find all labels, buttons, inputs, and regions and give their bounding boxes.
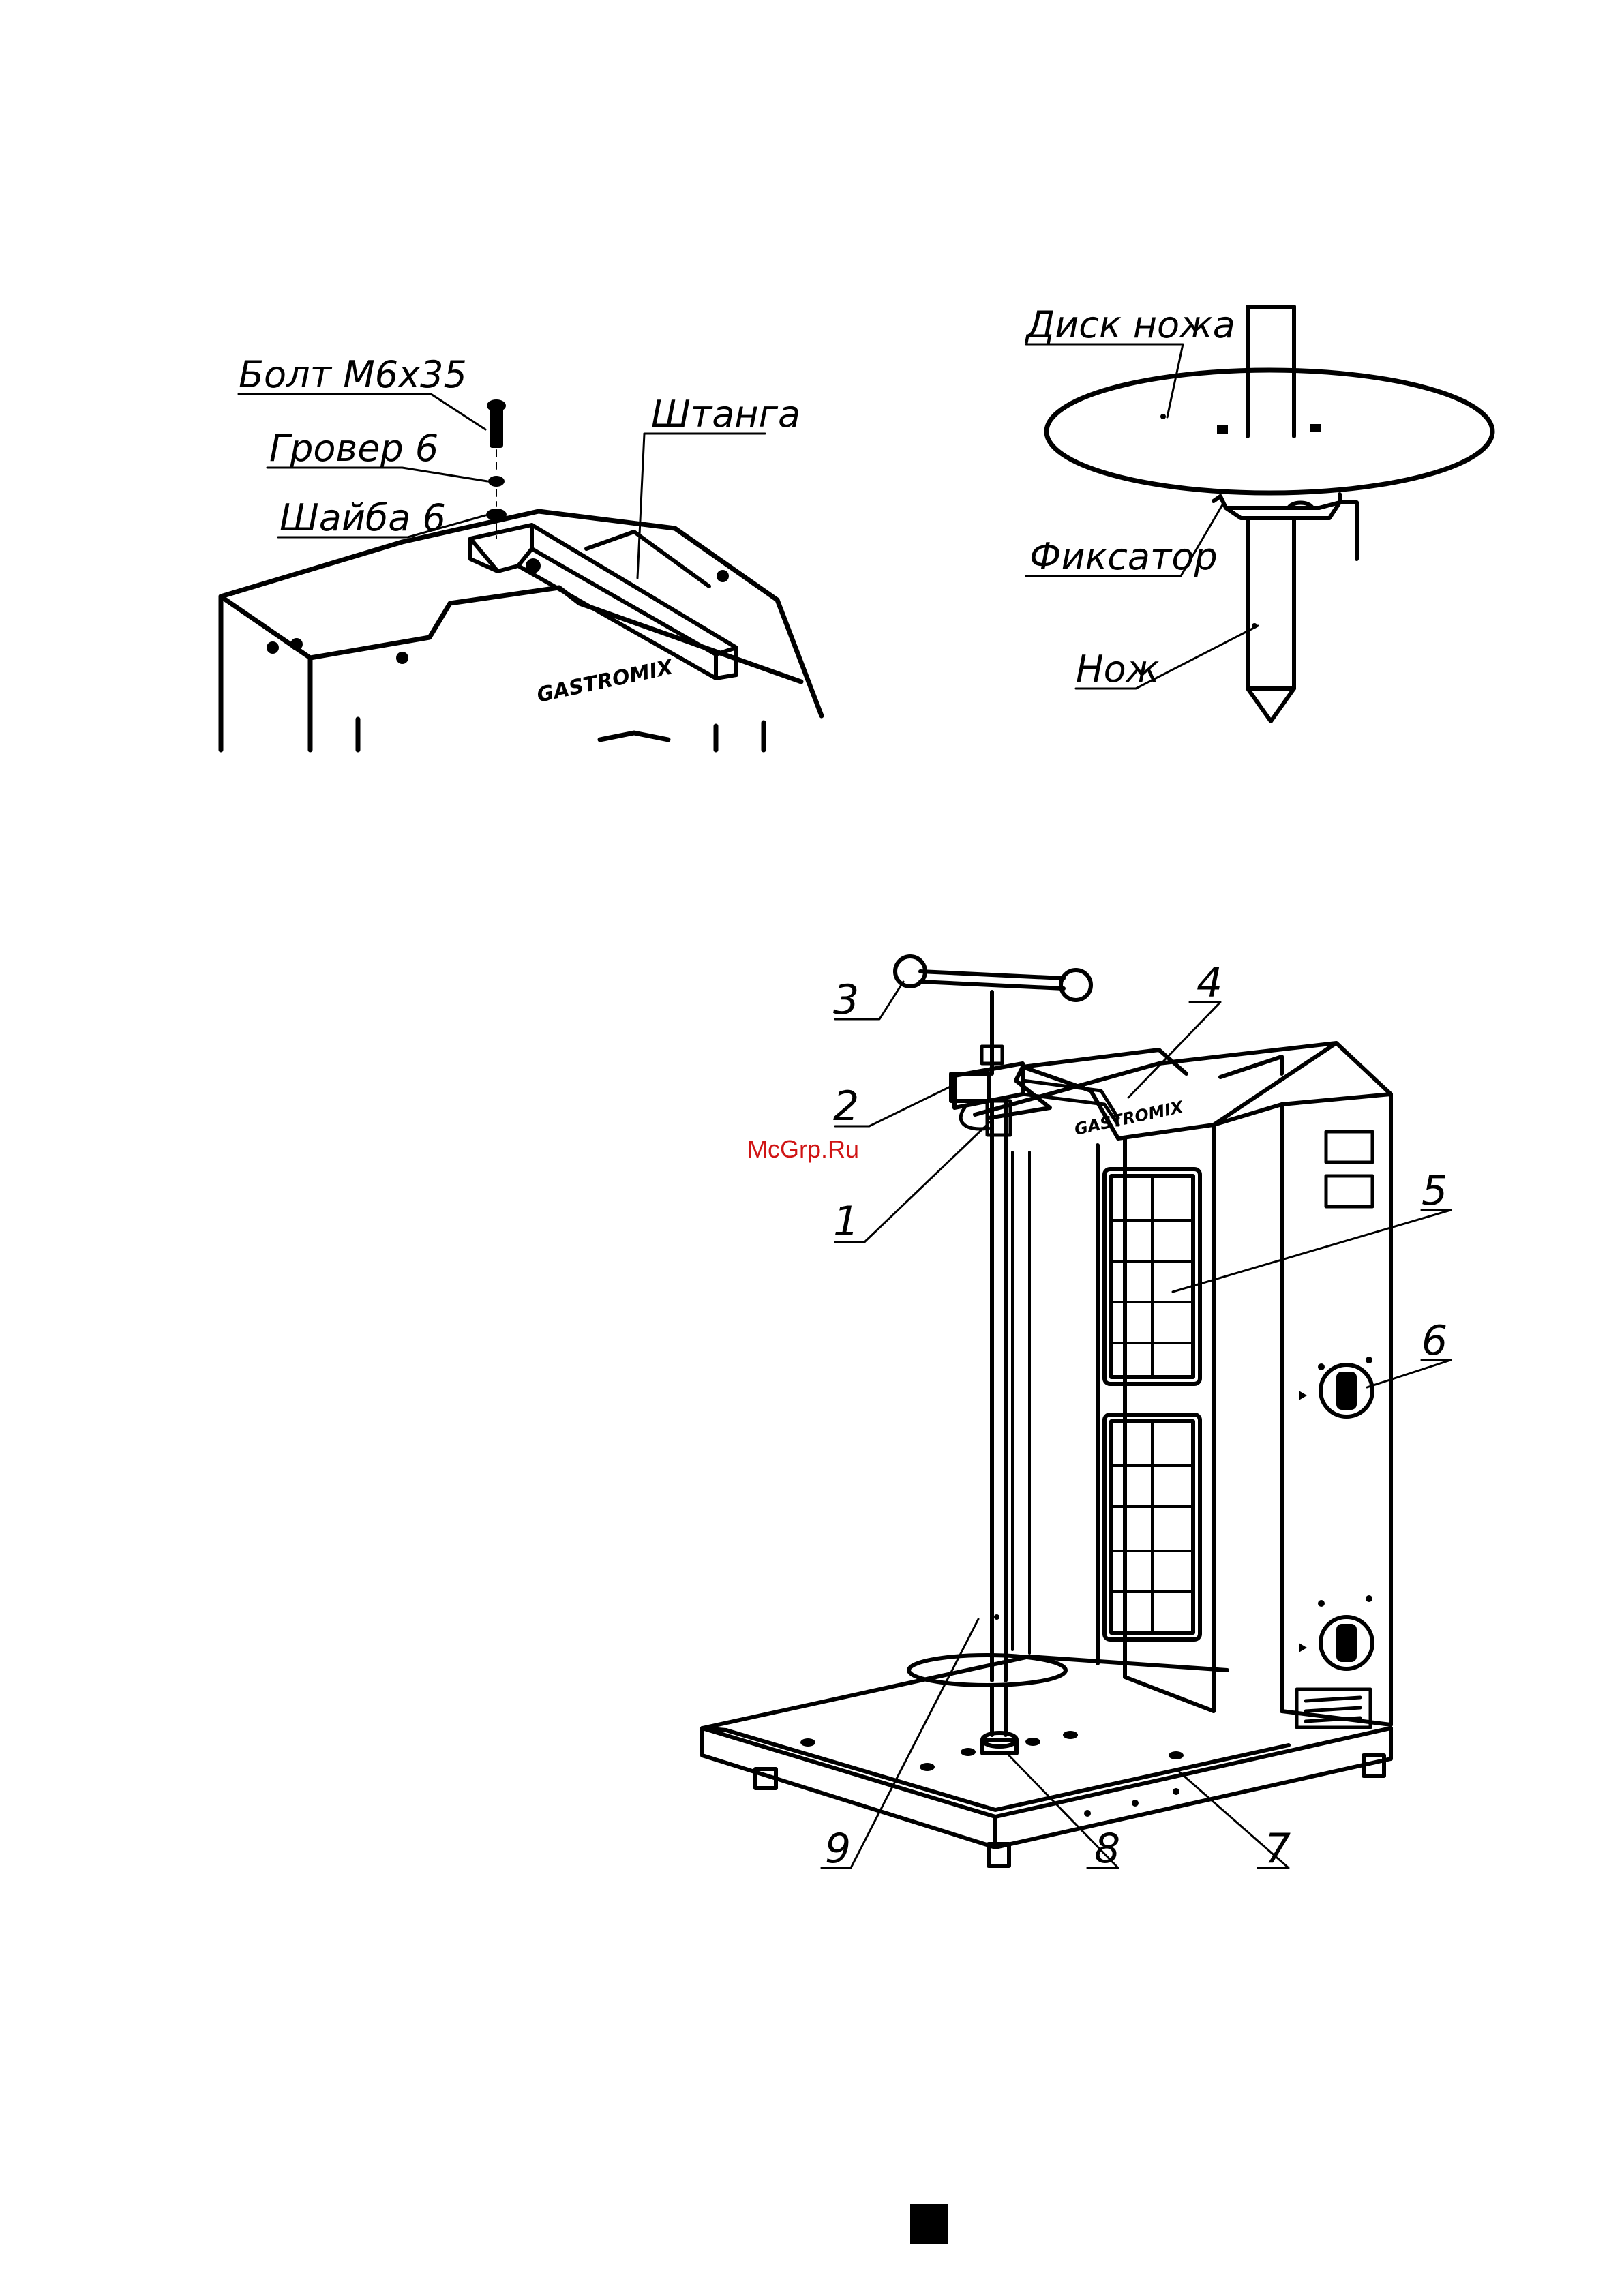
label-grover: Гровер 6 [269, 427, 438, 470]
shawarma-grill-assembly: GASTROMIX [702, 956, 1451, 1873]
watermark: McGrp.Ru [747, 1135, 859, 1163]
assembly-knife-disk [909, 1655, 1066, 1685]
knife-disk-detail: Диск ножа Фиксатор Нож [1025, 303, 1492, 721]
callout-7: 7 [1265, 1825, 1291, 1873]
label-knife-disk: Диск ножа [1025, 303, 1235, 346]
callout-6: 6 [1422, 1317, 1447, 1365]
label-washer: Шайба 6 [280, 496, 446, 539]
grover-washer-icon [488, 476, 505, 487]
callout-4: 4 [1197, 959, 1222, 1007]
knife-disk [1047, 370, 1492, 493]
bolt-icon [487, 399, 506, 448]
label-rod: Штанга [651, 393, 800, 436]
control-knob-icon [1299, 1357, 1372, 1417]
callout-8: 8 [1094, 1825, 1120, 1873]
bolt-mount-detail: GASTROMIX Болт М6х35 Гровер 6 Шайба 6 Шт… [221, 353, 822, 750]
callout-1: 1 [833, 1198, 859, 1245]
black-square-icon [910, 2204, 948, 2244]
label-bolt: Болт М6х35 [239, 353, 467, 396]
housing-logo: GASTROMIX [535, 655, 676, 708]
label-clamp: Фиксатор [1029, 535, 1218, 578]
callout-5: 5 [1422, 1167, 1447, 1215]
callout-3: 3 [833, 976, 859, 1024]
control-knob-icon [1299, 1595, 1372, 1669]
callout-2: 2 [833, 1083, 859, 1130]
callout-9: 9 [825, 1825, 851, 1873]
handle-ball-right [1061, 970, 1091, 1000]
flat-washer-icon [486, 509, 507, 521]
label-knife: Нож [1076, 648, 1160, 691]
